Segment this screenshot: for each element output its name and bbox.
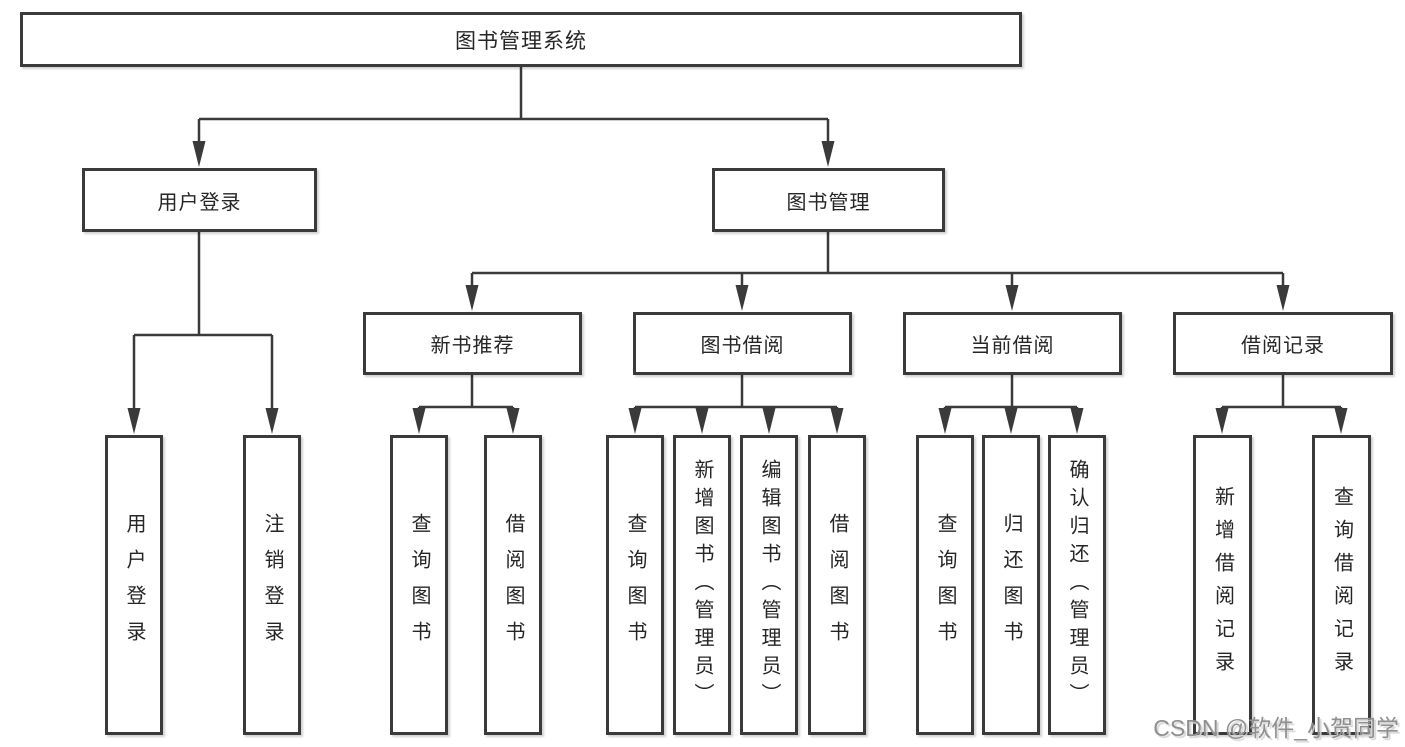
- arrowhead: [1004, 408, 1018, 434]
- leaf-user-login: 用户登录: [105, 435, 163, 735]
- leaf-label: 确认归还（管理员）: [1066, 459, 1088, 711]
- arrowhead: [821, 141, 835, 167]
- arrowhead: [465, 285, 479, 311]
- arrowhead: [830, 408, 844, 434]
- node-borrow-records: 借阅记录: [1173, 312, 1393, 375]
- leaf-return-books: 归还图书: [982, 435, 1040, 735]
- node-label: 当前借阅: [970, 335, 1055, 357]
- leaf-label: 新增借阅记录: [1211, 486, 1234, 684]
- arrowhead: [1215, 408, 1229, 434]
- arrowhead: [412, 408, 426, 434]
- leaf-query-books-current: 查询图书: [916, 435, 974, 735]
- leaf-label: 查询图书: [934, 513, 956, 657]
- node-book-borrowing: 图书借阅: [633, 312, 852, 375]
- arrowhead: [735, 285, 749, 311]
- arrowhead: [938, 408, 952, 434]
- node-label: 图书管理系统: [455, 29, 587, 53]
- arrowhead: [1276, 285, 1290, 311]
- arrowhead: [1070, 408, 1084, 434]
- leaf-add-borrow-record: 新增借阅记录: [1193, 435, 1252, 735]
- leaf-borrow-books-recommend: 借阅图书: [484, 435, 542, 735]
- node-library-system: 图书管理系统: [20, 12, 1022, 67]
- arrowhead: [127, 408, 141, 434]
- arrowhead: [1005, 285, 1019, 311]
- arrowhead: [628, 408, 642, 434]
- leaf-logout: 注销登录: [243, 435, 301, 735]
- node-current-borrowing: 当前借阅: [903, 312, 1122, 375]
- leaf-edit-books-admin: 编辑图书（管理员）: [740, 435, 798, 735]
- node-book-management: 图书管理: [712, 168, 945, 232]
- arrowhead: [192, 141, 206, 167]
- leaf-label: 查询图书: [408, 513, 430, 657]
- leaf-query-borrow-record: 查询借阅记录: [1312, 435, 1371, 735]
- leaf-label: 查询图书: [624, 513, 646, 657]
- arrowheads: [127, 141, 1348, 434]
- node-label: 图书管理: [786, 191, 871, 214]
- leaf-query-books-borrow: 查询图书: [606, 435, 664, 735]
- arrowhead: [506, 408, 520, 434]
- leaf-label: 查询借阅记录: [1330, 486, 1353, 684]
- node-label: 借阅记录: [1241, 335, 1325, 357]
- node-user-login: 用户登录: [82, 168, 317, 232]
- leaf-confirm-return-admin: 确认归还（管理员）: [1048, 435, 1106, 735]
- leaf-query-books-recommend: 查询图书: [390, 435, 448, 735]
- arrowhead: [762, 408, 776, 434]
- csdn-watermark: CSDN @软件_小贺同学: [1153, 715, 1399, 741]
- leaf-label: 借阅图书: [826, 513, 848, 657]
- leaf-borrow-books: 借阅图书: [808, 435, 866, 735]
- leaf-label: 编辑图书（管理员）: [758, 459, 780, 711]
- leaf-add-books-admin: 新增图书（管理员）: [673, 435, 731, 735]
- node-label: 用户登录: [157, 191, 242, 214]
- leaf-label: 注销登录: [261, 513, 283, 657]
- leaf-label: 用户登录: [123, 513, 145, 657]
- node-label: 图书借阅: [700, 335, 785, 357]
- leaf-label: 归还图书: [1000, 513, 1022, 657]
- node-new-book-recommend: 新书推荐: [363, 312, 582, 375]
- arrowhead: [695, 408, 709, 434]
- arrowhead: [1334, 408, 1348, 434]
- arrowhead: [265, 408, 279, 434]
- node-label: 新书推荐: [430, 335, 515, 357]
- leaf-label: 新增图书（管理员）: [691, 459, 713, 711]
- leaf-label: 借阅图书: [502, 513, 524, 657]
